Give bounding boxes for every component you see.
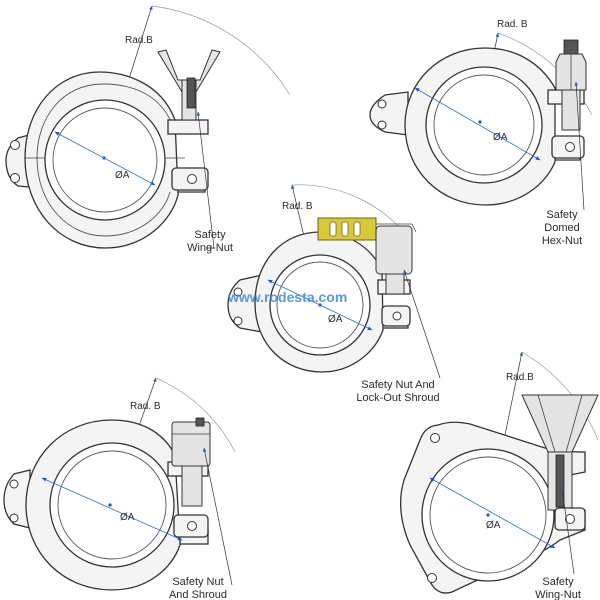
diameter-line	[429, 477, 556, 549]
radius-arc	[151, 5, 291, 96]
diameter-line	[54, 131, 156, 186]
radius-label: Rad.B	[125, 35, 153, 46]
caption-line-1: Safety	[194, 229, 226, 241]
caption-leader	[196, 111, 215, 249]
caption-line-1: Safety	[546, 209, 578, 221]
clamp-diagram-domed-hex-nut: Rad. B ØA Safety Domed Hex-Nut	[369, 19, 593, 247]
safety-nut	[375, 225, 413, 275]
radius-arc	[291, 184, 403, 231]
caption-line-2: Lock-Out Shroud	[356, 392, 439, 404]
bore	[44, 99, 166, 221]
clamp-diagram-nut-shroud: Rad. B ØA Safety Nut And Shroud	[3, 377, 236, 600]
caption-line-2: Wing-Nut	[187, 242, 233, 254]
diameter-line	[41, 477, 183, 541]
caption-line-1: Safety	[542, 576, 574, 588]
caption-line-2: And Shroud	[169, 589, 227, 600]
diameter-label: ØA	[486, 520, 501, 531]
diameter-line	[414, 87, 541, 161]
radius-label: Rad. B	[282, 201, 313, 212]
caption-leader	[403, 269, 441, 379]
diameter-label: ØA	[115, 170, 130, 181]
radius-arc	[497, 32, 593, 116]
diameter-label: ØA	[493, 132, 508, 143]
watermark: www.rodesta.com	[227, 289, 347, 305]
radius-label: Rad. B	[497, 19, 528, 30]
latch-lug	[167, 119, 209, 135]
caption-line-3: Hex-Nut	[542, 235, 582, 247]
radius-arc	[155, 377, 236, 453]
shroud	[171, 421, 211, 467]
diameter-label: ØA	[120, 512, 135, 523]
threaded-stud	[563, 39, 579, 55]
caption-line-2: Domed	[544, 222, 579, 234]
caption-line-2: Wing-Nut	[535, 589, 581, 600]
radius-label: Rad.B	[506, 372, 534, 383]
threaded-stud	[195, 417, 205, 427]
threaded-stud	[186, 77, 196, 109]
clamp-diagram-wing-nut-tri: Rad.B ØA Safety Wing-Nut	[400, 351, 599, 600]
caption-leader	[203, 447, 233, 586]
radius-arc	[521, 351, 599, 441]
clamp-diagram-wing-nut: Rad.B ØA Safety Wing-Nut	[5, 5, 291, 254]
diameter-label: ØA	[328, 314, 343, 325]
caption-leader	[560, 487, 575, 575]
diameter-line	[267, 279, 373, 331]
threaded-stud	[555, 454, 565, 508]
caption-line-1: Safety Nut	[172, 576, 223, 588]
bore	[49, 442, 175, 568]
hinge-pin-bottom	[10, 173, 20, 183]
bore	[425, 66, 543, 184]
caption-line-1: Safety Nut And	[361, 379, 434, 391]
wing-nut	[521, 394, 599, 453]
radius-label: Rad. B	[130, 401, 161, 412]
caption-leader	[574, 81, 585, 211]
hinge-pin-top	[10, 140, 20, 150]
hinge-ear	[369, 91, 409, 136]
bore-inner	[52, 107, 158, 213]
clamp-diagram-lockout-shroud: www.rodesta.com Rad. B ØA Safety Nut And…	[227, 184, 441, 404]
